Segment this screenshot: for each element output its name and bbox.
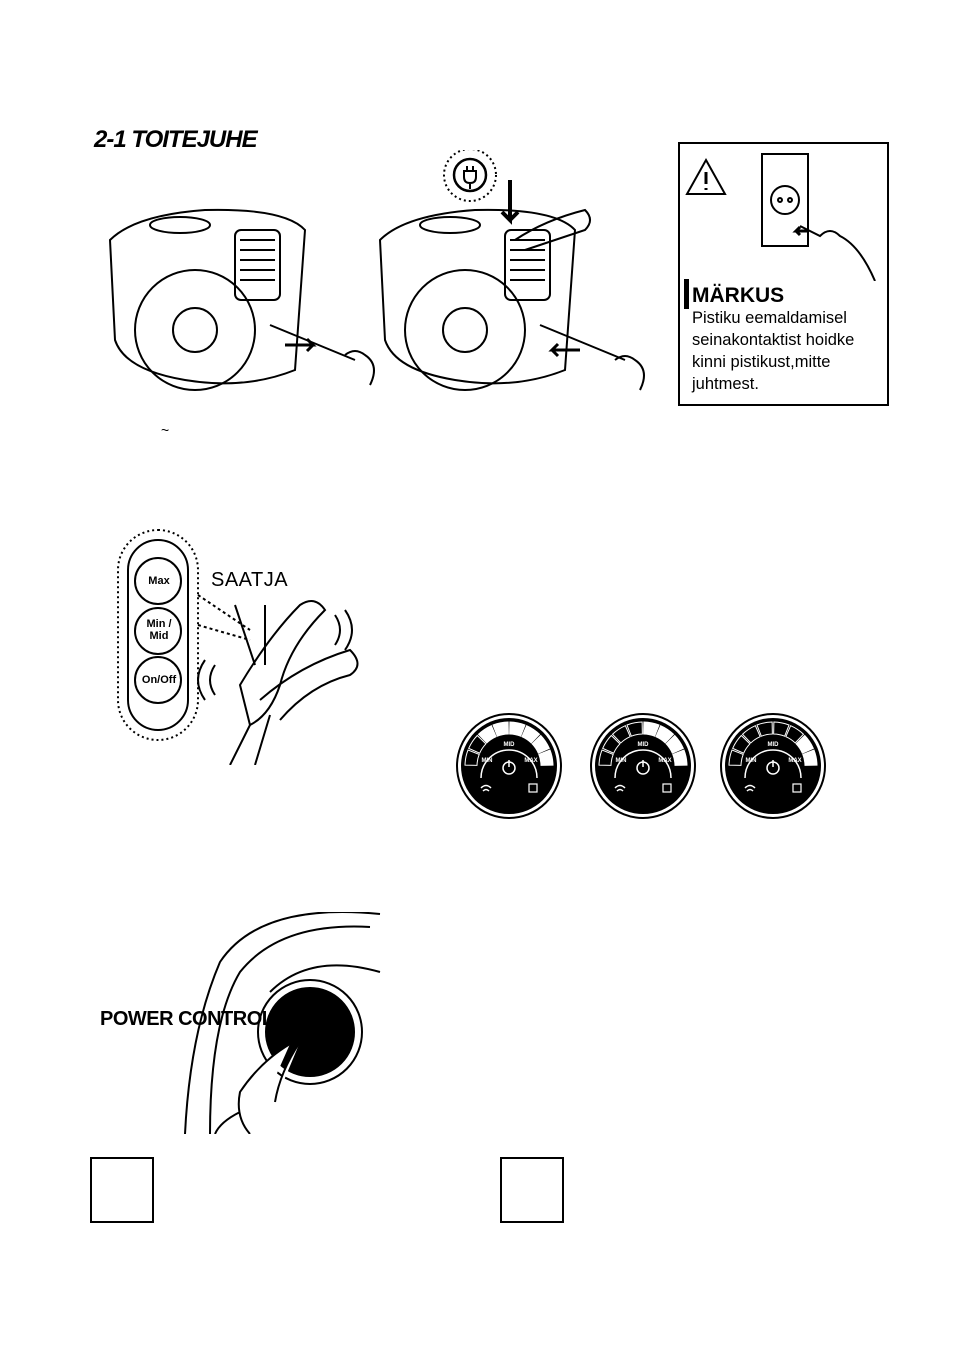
warning-icon — [687, 160, 725, 194]
max-button-label: Max — [139, 575, 179, 587]
vacuum-body-pull — [110, 210, 355, 390]
dial-label: MAX — [788, 758, 801, 764]
dial-label: MIN — [616, 758, 627, 764]
note-line: kinni pistikust,mitte — [692, 351, 884, 373]
power-dials: MIN MID MAX MIN MID MAX MIN MID MAX — [455, 710, 835, 822]
remote-illustration — [110, 525, 380, 765]
plug-icon-badge — [444, 150, 496, 201]
power-dial: MIN MID MAX — [457, 714, 561, 818]
min-mid-line1: Min / — [139, 618, 179, 630]
dial-label: MID — [504, 742, 516, 748]
note-line: Pistiku eemaldamisel — [692, 307, 884, 329]
note-line: juhtmest. — [692, 373, 884, 395]
dial-label: MID — [768, 742, 780, 748]
vacuum-cord-illustration — [95, 150, 665, 405]
arrow-out — [285, 339, 313, 351]
note-line: seinakontaktist hoidke — [692, 329, 884, 351]
on-off-button-label: On/Off — [136, 674, 182, 686]
dial-label: MIN — [482, 758, 493, 764]
note-title: MÄRKUS — [692, 284, 784, 308]
dial-label: MIN — [746, 758, 757, 764]
socket-illustration — [680, 146, 885, 281]
plug-icon — [454, 159, 486, 191]
min-mid-button-label: Min / Mid — [139, 618, 179, 642]
tilde: ~ — [161, 422, 169, 438]
dial-label: MAX — [658, 758, 671, 764]
vacuum-body-retract — [380, 210, 625, 390]
power-dial: MIN MID MAX — [721, 714, 825, 818]
min-mid-line2: Mid — [139, 630, 179, 642]
power-control-label: POWER CONTROL — [100, 1008, 274, 1031]
power-dial: MIN MID MAX — [591, 714, 695, 818]
note-text: Pistiku eemaldamisel seinakontaktist hoi… — [692, 307, 884, 395]
dial-label: MID — [638, 742, 650, 748]
dial-label: MAX — [524, 758, 537, 764]
arrow-down — [502, 180, 518, 220]
empty-box-right — [500, 1157, 564, 1223]
note-title-bar — [684, 279, 689, 309]
saatja-label: SAATJA — [211, 569, 288, 592]
empty-box-left — [90, 1157, 154, 1223]
